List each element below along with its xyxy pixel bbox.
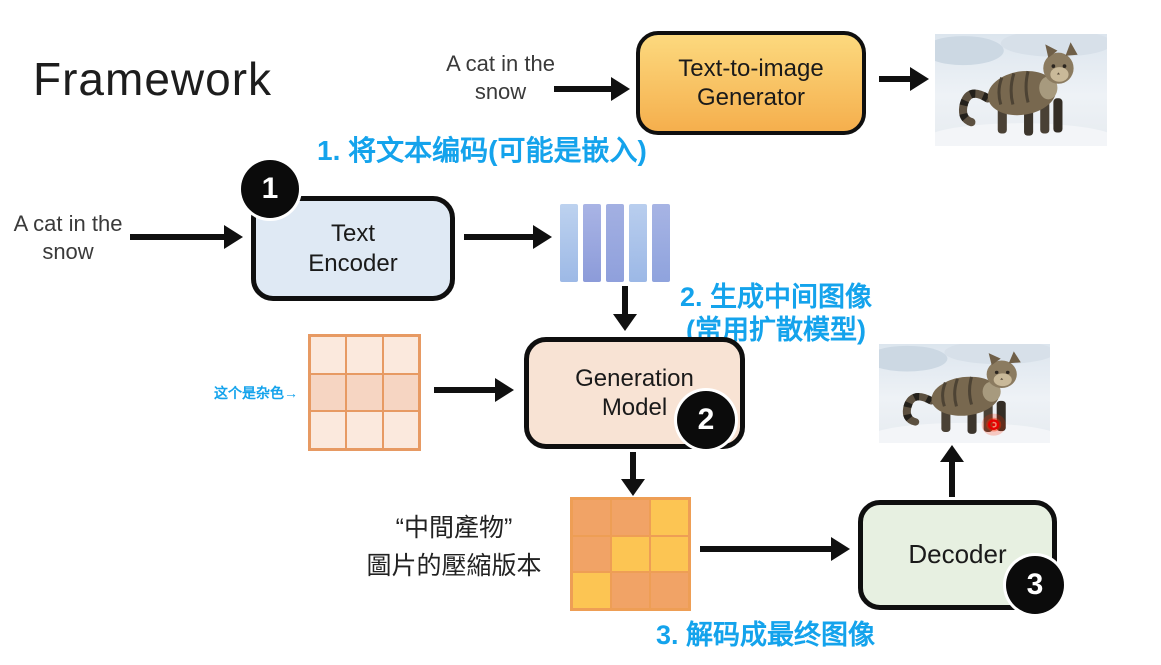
encoder-label-line1: Text <box>330 220 375 248</box>
grid-cell <box>382 336 419 374</box>
latent-caption: “中間產物” 圖片的壓縮版本 <box>338 510 570 585</box>
generator-label-line2: Generator <box>696 84 806 111</box>
noise-grid <box>308 334 421 451</box>
arrow-right-icon <box>130 225 243 249</box>
top-prompt-line1: A cat in <box>446 51 519 76</box>
step-badge-3: 3 <box>1006 556 1064 614</box>
generated-cat-photo <box>879 344 1050 443</box>
text-to-image-generator-box: Text-to-image Generator <box>636 31 866 135</box>
grid-cell <box>572 572 611 609</box>
embedding-bar <box>606 204 624 282</box>
text-encoder-box: Text Encoder <box>251 196 455 301</box>
generation-label-line1: Generation <box>575 364 694 392</box>
annotation-step3: 3. 解码成最终图像 <box>656 620 876 650</box>
page-title: Framework <box>33 53 273 105</box>
grid-cell <box>382 411 419 449</box>
decoder-label: Decoder <box>908 539 1007 570</box>
grid-cell <box>611 499 650 536</box>
grid-cell <box>346 336 383 374</box>
encoder-label-line2: Encoder <box>308 249 398 277</box>
latent-caption-line1: “中間產物” <box>395 514 513 542</box>
grid-cell <box>611 535 650 573</box>
grid-cell <box>650 499 689 536</box>
grid-cell <box>650 535 689 573</box>
grid-cell <box>572 535 611 573</box>
embedding-bar <box>583 204 601 282</box>
grid-cell <box>310 411 347 449</box>
pipeline-prompt-line2: the snow <box>42 211 123 265</box>
embedding-bar <box>560 204 578 282</box>
embedding-bar <box>629 204 647 282</box>
grid-cell <box>310 373 347 412</box>
generation-label-line2: Model <box>601 394 668 421</box>
generator-label-line1: Text-to-image <box>678 54 824 82</box>
top-prompt-line2: the snow <box>474 51 555 105</box>
grid-cell <box>310 336 347 374</box>
arrow-right-icon <box>879 67 929 91</box>
latent-caption-line2: 圖片的壓縮版本 <box>366 551 542 580</box>
grid-cell <box>346 373 383 412</box>
arrow-right-icon <box>700 537 850 561</box>
cat-photo <box>935 34 1107 146</box>
arrow-up-icon <box>940 445 964 497</box>
noise-note: 这个是杂色→ <box>214 385 298 401</box>
cat-in-snow-illustration <box>935 34 1107 146</box>
arrow-right-icon <box>464 225 552 249</box>
embedding-bar <box>652 204 670 282</box>
grid-cell <box>382 373 419 412</box>
generated-cat-illustration <box>879 344 1050 443</box>
grid-cell <box>346 411 383 449</box>
arrow-right-icon <box>434 378 514 402</box>
step-badge-1: 1 <box>241 160 299 218</box>
pipeline-prompt-text: A cat in the snow <box>12 210 124 266</box>
latent-grid <box>570 497 691 611</box>
embedding-bars <box>560 204 670 282</box>
top-prompt-text: A cat in the snow <box>443 50 558 106</box>
arrow-down-icon <box>613 286 637 331</box>
red-dot-annotation <box>981 413 1006 436</box>
pipeline-prompt-line1: A cat in <box>13 211 86 236</box>
grid-cell <box>572 499 611 536</box>
arrow-down-icon <box>621 452 645 496</box>
annotation-step1: 1. 将文本编码(可能是嵌入) <box>317 135 647 166</box>
grid-cell <box>611 572 650 609</box>
annotation-step2-line1: 2. 生成中间图像 <box>679 282 873 312</box>
step-badge-2: 2 <box>677 391 735 449</box>
arrow-right-icon <box>554 77 630 101</box>
grid-cell <box>650 572 689 609</box>
